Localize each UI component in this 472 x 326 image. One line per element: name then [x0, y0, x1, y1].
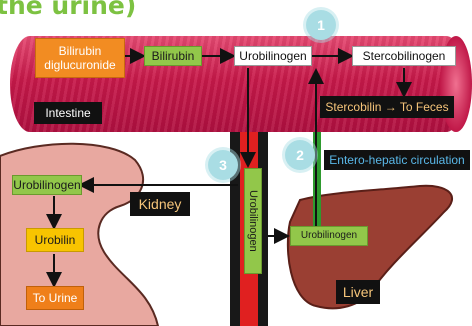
step-circle-1: 1 — [306, 10, 336, 40]
step-circle-3: 3 — [208, 150, 238, 180]
urobilinogen-intestine-box: Urobilinogen — [234, 46, 312, 66]
liver-label: Liver — [336, 280, 380, 304]
step-circle-2: 2 — [285, 140, 315, 170]
enterohepatic-label: Entero-hepatic circulation — [324, 150, 470, 170]
kidney-label: Kidney — [130, 192, 190, 216]
stercobilinogen-box: Stercobilinogen — [352, 46, 456, 66]
to-urine-box: To Urine — [26, 286, 84, 310]
bilirubin-box: Bilirubin — [144, 46, 202, 66]
kidney-urobilinogen-box: Urobilinogen — [12, 175, 82, 195]
urobilin-box: Urobilin — [26, 228, 84, 252]
bilirubin-diglucuronide-box: Bilirubin diglucuronide — [35, 38, 125, 78]
intestine-label: Intestine — [34, 102, 102, 124]
stercobilin-box: Stercobilin → To Feces — [320, 96, 454, 118]
vessel-urobilinogen-label: Urobilinogen — [244, 168, 262, 274]
liver-urobilinogen-box: Urobilinogen — [290, 226, 368, 246]
